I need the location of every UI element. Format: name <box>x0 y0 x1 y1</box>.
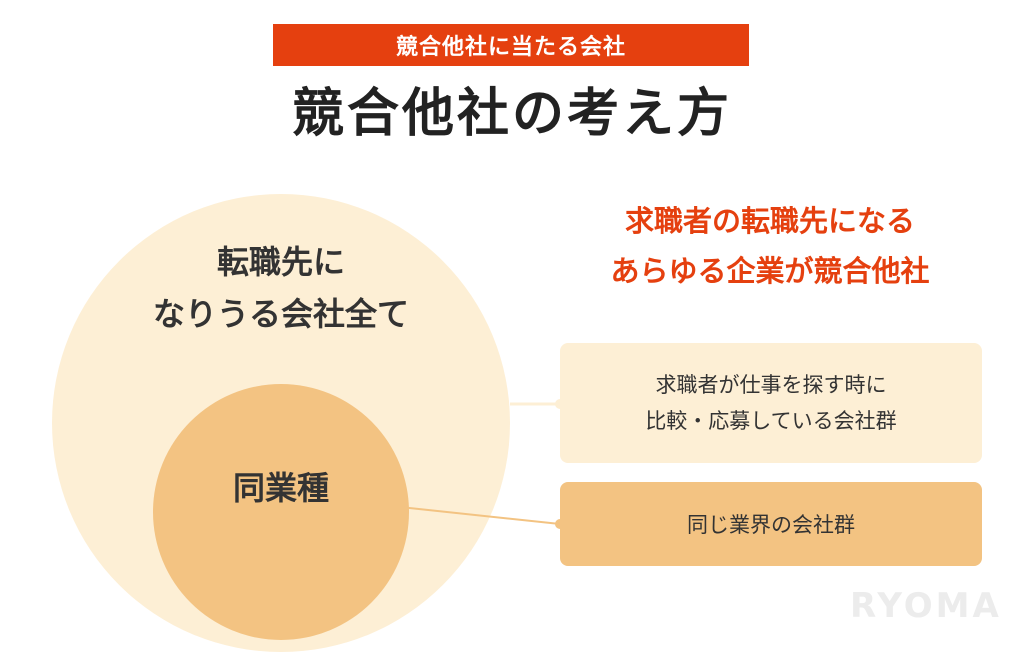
highlight-headline: 求職者の転職先になる あらゆる企業が競合他社 <box>555 196 985 296</box>
outer-description-line2: 比較・応募している会社群 <box>645 409 897 433</box>
outer-circle-label-line2: なりうる会社全て <box>152 295 409 333</box>
outer-circle-label: 転職先に なりうる会社全て <box>52 236 510 340</box>
page-title: 競合他社の考え方 <box>291 84 732 144</box>
inner-description-box: 同じ業界の会社群 <box>560 482 982 566</box>
ryoma-logo: RYOMA <box>850 586 1002 626</box>
outer-circle-label-line1: 転職先に <box>216 243 345 281</box>
highlight-headline-line2: あらゆる企業が競合他社 <box>610 254 930 288</box>
inner-description-text: 同じ業界の会社群 <box>687 513 855 537</box>
highlight-headline-line1: 求職者の転職先になる <box>624 204 915 238</box>
category-badge-text: 競合他社に当たる会社 <box>395 35 626 60</box>
inner-circle <box>153 384 409 640</box>
outer-description-box: 求職者が仕事を探す時に 比較・応募している会社群 <box>560 343 982 463</box>
outer-description-line1: 求職者が仕事を探す時に <box>655 373 887 397</box>
category-badge: 競合他社に当たる会社 <box>273 24 749 66</box>
inner-circle-label: 同業種 <box>232 469 329 507</box>
inner-connector-line <box>399 506 561 525</box>
